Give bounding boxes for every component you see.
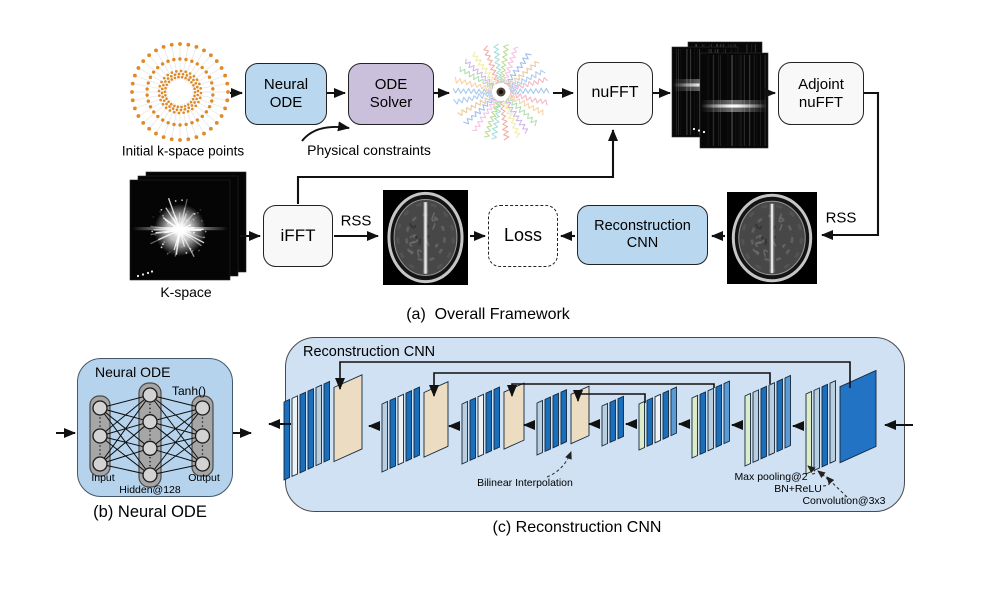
- tanh-label: Tanh(): [171, 384, 207, 398]
- adjoint-nufft-box: Adjoint nuFFT: [778, 62, 864, 125]
- max-pooling-label: Max pooling@2: [734, 471, 808, 483]
- kspace-stack-image: [129, 171, 247, 281]
- physical-constraints-label: Physical constraints: [307, 142, 431, 158]
- output-layer-label: Output: [188, 472, 220, 484]
- flow-arrows: [56, 88, 913, 438]
- caption-a: (a) Overall Framework: [406, 306, 570, 323]
- neural-ode-network-graphic: [89, 382, 214, 488]
- skip-connections: [335, 361, 851, 403]
- rss-label-right: RSS: [825, 209, 857, 227]
- neural-ode-box: Neural ODE: [245, 63, 327, 125]
- caption-c: (c) Reconstruction CNN: [492, 519, 662, 536]
- bn-relu-label: BN+ReLU: [774, 483, 822, 495]
- reconstruction-cnn-panel-title: Reconstruction CNN: [303, 344, 436, 360]
- convolution-label: Convolution@3x3: [802, 495, 886, 507]
- input-layer-label: Input: [91, 472, 115, 484]
- initial-kspace-points-image: [130, 42, 230, 142]
- reconstruction-cnn-box: Reconstruction CNN: [577, 205, 708, 265]
- kspace-label: K-space: [160, 284, 212, 300]
- ode-solver-box: ODE Solver: [348, 63, 434, 125]
- ifft-box: iFFT: [263, 205, 333, 267]
- initial-kspace-label: Initial k-space points: [121, 143, 245, 159]
- kspace-trajectory-image: [452, 43, 550, 141]
- neural-ode-panel-title: Neural ODE: [95, 364, 171, 380]
- brain-mri-image-right: [727, 192, 817, 284]
- brain-mri-image-left: [383, 190, 468, 285]
- cnn-flow-arrows: [368, 419, 804, 431]
- rss-label-left: RSS: [340, 212, 372, 230]
- caption-b: (b) Neural ODE: [93, 503, 207, 521]
- nufft-box: nuFFT: [577, 62, 653, 125]
- bilinear-interpolation-label: Bilinear Interpolation: [477, 477, 573, 489]
- annotation-arrows: [546, 451, 848, 498]
- sampled-kspace-stack-image: [671, 41, 769, 149]
- loss-box: Loss: [488, 205, 558, 267]
- hidden-layer-label: Hidden@128: [119, 484, 181, 496]
